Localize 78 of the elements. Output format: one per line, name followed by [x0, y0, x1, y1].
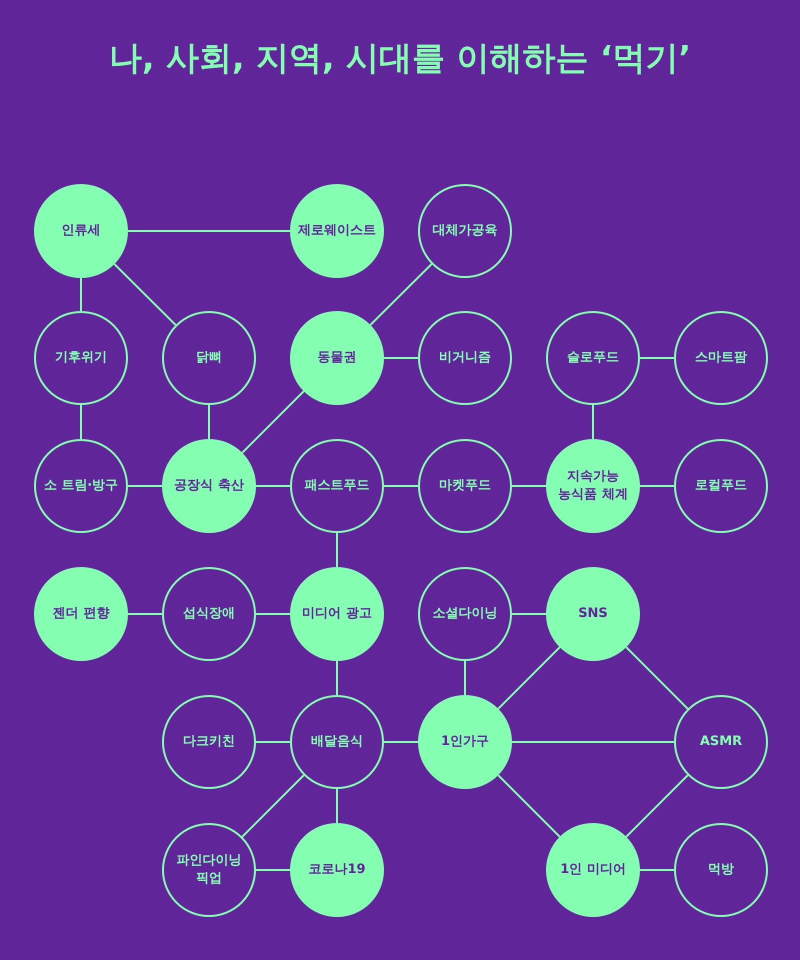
- outline-circle-node: [546, 311, 640, 405]
- connector-line: [370, 263, 432, 326]
- connector-line: [336, 789, 338, 823]
- connector-line: [640, 357, 674, 359]
- connector-line: [128, 230, 290, 232]
- connector-line: [512, 741, 674, 743]
- connector-line: [256, 485, 290, 487]
- connector-line: [256, 869, 290, 871]
- outline-circle-node: [418, 439, 512, 533]
- node-label: 섭식장애: [183, 605, 235, 623]
- title: 나, 사회, 지역, 시대를 이해하는 ‘먹기’: [108, 37, 692, 79]
- connector-line: [336, 533, 338, 567]
- node-label: 패스트푸드: [304, 477, 370, 495]
- node-label: 스마트팜: [695, 349, 747, 367]
- connector-line: [128, 485, 162, 487]
- outline-circle-node: [418, 311, 512, 405]
- connector-line: [498, 646, 560, 710]
- node-label: 파인다이닝 픽업: [176, 852, 242, 888]
- connector-line: [384, 741, 418, 743]
- node-label: 비거니즘: [439, 349, 491, 367]
- node-label: 다크키친: [183, 733, 235, 751]
- connector-line: [384, 357, 418, 359]
- node-label: 동물권: [318, 349, 356, 367]
- node-label: 슬로푸드: [567, 349, 619, 367]
- node-label: 1인가구: [440, 733, 490, 751]
- connector-line: [256, 613, 290, 615]
- connector-line: [384, 485, 418, 487]
- node-label: 지속가능 농식품 체계: [557, 468, 629, 504]
- outline-circle-node: [674, 311, 768, 405]
- node-label: 닭뼈: [196, 349, 222, 367]
- node-label: 로컬푸드: [695, 477, 747, 495]
- connector-line: [498, 774, 560, 838]
- outline-circle-node: [34, 439, 128, 533]
- outline-circle-node: [162, 311, 256, 405]
- connector-line: [626, 646, 688, 710]
- node-label: 제로웨이스트: [298, 222, 376, 240]
- node-label: 인류세: [62, 222, 100, 240]
- outline-circle-node: [290, 439, 384, 533]
- connector-line: [592, 405, 594, 439]
- connector-line: [80, 405, 82, 439]
- outline-circle-node: [674, 823, 768, 917]
- node-label: 소 트림·방구: [44, 477, 118, 495]
- connector-line: [336, 661, 338, 695]
- node-label: 미디어 광고: [302, 605, 372, 623]
- connector-line: [464, 661, 466, 695]
- node-label: 기후위기: [55, 349, 107, 367]
- connector-line: [242, 390, 304, 454]
- outline-circle-node: [674, 695, 768, 789]
- connector-line: [208, 405, 210, 439]
- node-label: 배달음식: [311, 733, 363, 751]
- outline-circle-node: [674, 439, 768, 533]
- node-label: 대체가공육: [432, 222, 498, 240]
- outline-circle-node: [162, 823, 256, 917]
- node-label: 공장식 축산: [174, 477, 244, 495]
- connector-line: [80, 278, 82, 311]
- connector-line: [512, 613, 546, 615]
- connector-line: [626, 774, 688, 838]
- outline-circle-node: [418, 184, 512, 278]
- connector-line: [242, 774, 304, 838]
- connector-line: [128, 613, 162, 615]
- node-label: 1인 미디어: [560, 861, 626, 879]
- outline-circle-node: [290, 695, 384, 789]
- connector-line: [256, 741, 290, 743]
- node-label: 먹방: [708, 861, 734, 879]
- outline-circle-node: [162, 695, 256, 789]
- outline-circle-node: [162, 567, 256, 661]
- node-label: SNS: [578, 605, 608, 623]
- connector-line: [512, 485, 546, 487]
- node-label: 코로나19: [308, 861, 366, 879]
- connector-line: [640, 869, 674, 871]
- node-label: 마켓푸드: [439, 477, 491, 495]
- connector-line: [114, 263, 176, 326]
- outline-circle-node: [418, 567, 512, 661]
- outline-circle-node: [34, 311, 128, 405]
- node-label: 소셜다이닝: [432, 605, 498, 623]
- node-label: 젠더 편향: [52, 605, 110, 623]
- connector-line: [640, 485, 674, 487]
- node-label: ASMR: [700, 733, 742, 751]
